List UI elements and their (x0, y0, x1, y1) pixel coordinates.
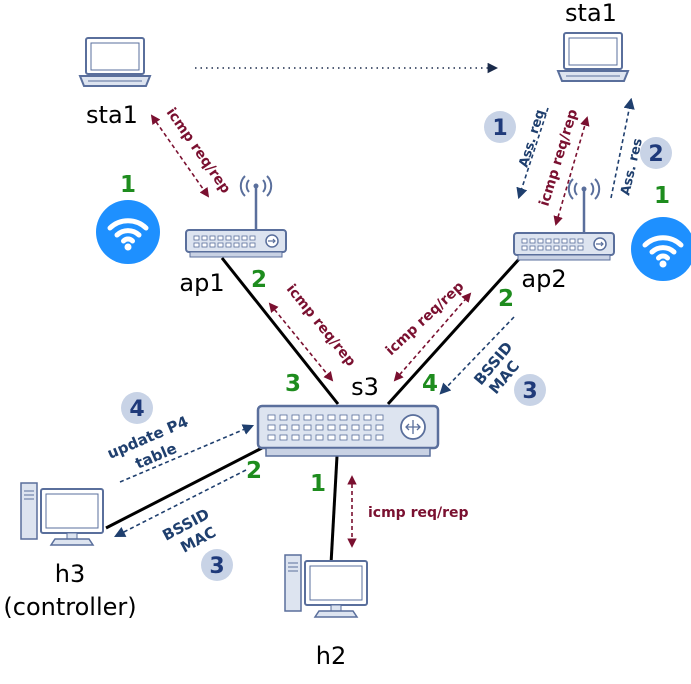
link-s3-h3 (105, 446, 263, 530)
icmp-arrow-ap1-s3 (268, 302, 334, 382)
icmp-label-s3-h2: icmp req/rep (368, 505, 469, 521)
assoc-res-label: Ass. res (618, 137, 646, 197)
ap2-wifi-port-number: 1 (654, 183, 670, 209)
s3-h3-port-number: 2 (246, 458, 262, 484)
step-number-assoc-req: 1 (492, 116, 507, 141)
step-number-update: 4 (129, 397, 144, 422)
sta1-left-label: sta1 (86, 101, 138, 129)
icmp-label-sta1-ap1: icmp req/rep (163, 105, 234, 197)
icmp-arrow-s3-ap2 (393, 292, 472, 382)
h3-desktop-icon (20, 482, 104, 546)
h3-controller-label: (controller) (3, 593, 136, 621)
h2-desktop-icon (284, 554, 368, 618)
step-badge-assoc-res (640, 137, 672, 169)
h2-label: h2 (316, 642, 346, 670)
h3-label: h3 (55, 560, 85, 588)
bssid-arrow-s3-h3 (114, 469, 247, 538)
s3-label: s3 (351, 373, 379, 401)
ap2-label: ap2 (521, 265, 566, 293)
icmp-label-ap1-s3: icmp req/rep (283, 281, 359, 369)
assoc-res-arrow (610, 97, 635, 199)
sta1-left-laptop-icon (79, 37, 151, 87)
s3-ap1-port-number: 3 (285, 371, 301, 397)
sta1-right-label: sta1 (565, 0, 617, 27)
ap1-s3-port-number: 2 (251, 267, 267, 293)
step-badge-assoc-req (484, 111, 516, 143)
icmp-label-s3-ap2: icmp req/rep (383, 279, 467, 359)
ap2-wifi-icon (631, 217, 691, 281)
ap2-router-icon (512, 177, 616, 262)
s3-ap2-port-number: 4 (422, 371, 438, 397)
s3-h2-port-number: 1 (310, 471, 326, 497)
bssid-arrow-ap2-s3 (439, 316, 515, 395)
sta1-right-laptop-icon (557, 32, 629, 82)
step-number-bssid-h3: 3 (209, 554, 224, 579)
step-number-assoc-res: 2 (648, 142, 663, 167)
s3-switch-icon (256, 404, 440, 457)
step-badge-update (121, 392, 153, 424)
assoc-req-arrow (516, 107, 549, 200)
ap1-wifi-icon (96, 200, 160, 264)
step-badge-bssid-h3 (201, 549, 233, 581)
assoc-req-label: Ass. req (516, 108, 548, 169)
ap1-router-icon (184, 174, 288, 259)
icmp-arrow-ap2-sta1 (553, 116, 590, 226)
ap2-s3-port-number: 2 (498, 286, 514, 312)
link-s3-h2 (329, 455, 339, 565)
ap1-label: ap1 (179, 269, 224, 297)
step-badge-bssid-ap2 (514, 374, 546, 406)
step-number-bssid-ap2: 3 (522, 379, 537, 404)
icmp-arrow-sta1-ap1 (150, 114, 210, 198)
update-arrow-h3-s3 (119, 424, 255, 483)
ap1-wifi-port-number: 1 (120, 172, 136, 198)
